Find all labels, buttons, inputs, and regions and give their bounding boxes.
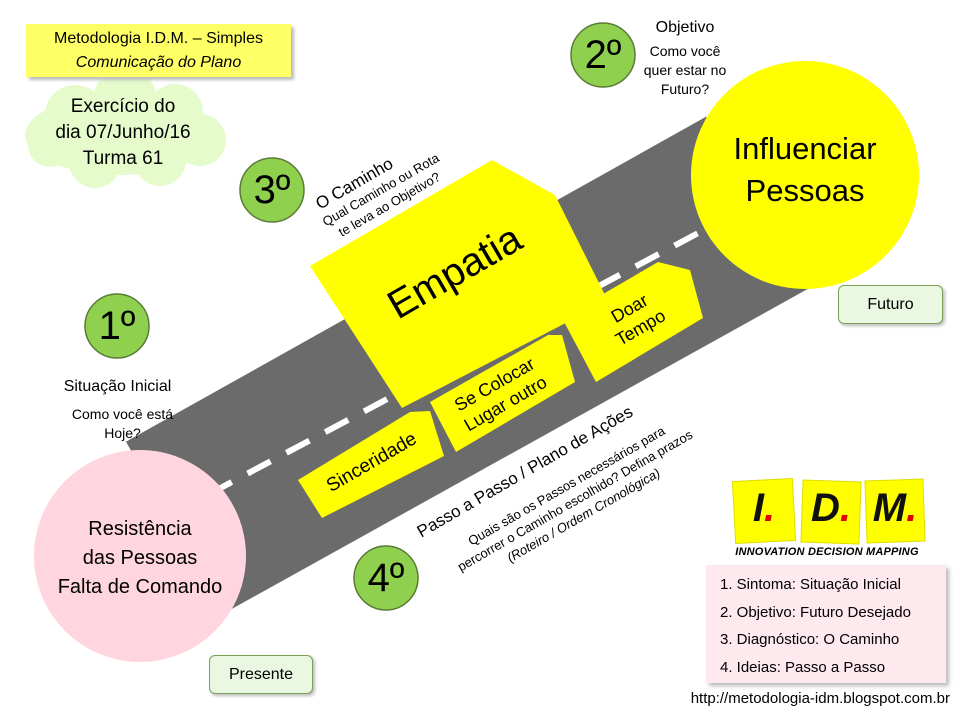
road-center-line xyxy=(168,197,762,518)
start-circle xyxy=(34,450,246,662)
futuro-tag: Futuro xyxy=(838,285,943,324)
step1-question-line1: Como você está xyxy=(71,406,174,422)
step1-circle xyxy=(84,293,150,359)
doar-tempo-sign xyxy=(562,262,703,382)
step4-number: 4º xyxy=(367,556,405,600)
step2-question: Como você quer estar no Futuro? xyxy=(620,42,750,99)
title-line2: Comunicação do Plano xyxy=(75,54,242,71)
presente-tag: Presente xyxy=(209,655,313,694)
sinceridade-sign xyxy=(298,411,444,518)
legend-box: 1. Sintoma: Situação Inicial 2. Objetivo… xyxy=(706,565,946,683)
legend-item: 3. Diagnóstico: O Caminho xyxy=(720,631,900,648)
exercise-line3: Turma 61 xyxy=(82,148,164,169)
step4-circle xyxy=(353,545,419,611)
logo-letter-d: D. xyxy=(810,486,851,530)
step1-number: 1º xyxy=(98,304,136,348)
goal-circle-text: Influenciar Pessoas xyxy=(700,128,910,212)
logo-tagline: INNOVATION DECISION MAPPING xyxy=(735,546,919,558)
step1-question: Como você está Hoje? xyxy=(45,405,200,443)
title-line1: Metodologia I.D.M. – Simples xyxy=(54,30,263,47)
step3-circle xyxy=(239,157,305,223)
step2-label: Objetivo xyxy=(655,19,715,36)
se-colocar-sign xyxy=(430,335,575,452)
logo-dot: . xyxy=(764,486,776,530)
step2-question-line2: quer estar no xyxy=(643,62,727,78)
exercise-cloud-text: Exercício do dia 07/Junho/16 Turma 61 xyxy=(38,94,208,172)
legend-item: 2. Objetivo: Futuro Desejado xyxy=(720,603,911,621)
start-line3: Falta de Comando xyxy=(57,576,223,598)
step3-number: 3º xyxy=(253,168,291,212)
start-line2: das Pessoas xyxy=(82,547,198,569)
step1-question-line2: Hoje? xyxy=(104,425,141,441)
goal-line2: Pessoas xyxy=(745,173,865,208)
goal-line1: Influenciar xyxy=(733,131,877,166)
start-line1: Resistência xyxy=(88,518,192,540)
exercise-line2: dia 07/Junho/16 xyxy=(55,122,191,143)
logo-dot: . xyxy=(906,486,918,530)
step2-question-line3: Futuro? xyxy=(660,81,710,97)
logo-dot: . xyxy=(839,486,851,530)
logo-letter-m: M. xyxy=(872,486,918,530)
cloud-shape xyxy=(25,68,226,188)
step1-label: Situação Inicial xyxy=(63,378,172,395)
step2-circle xyxy=(570,22,636,88)
goal-circle xyxy=(691,61,919,289)
legend-item: 4. Ideias: Passo a Passo xyxy=(720,658,886,676)
title-note: Metodologia I.D.M. – Simples Comunicação… xyxy=(26,24,291,77)
logo-letter-i: I. xyxy=(752,486,776,530)
step2-question-line1: Como você xyxy=(649,43,721,59)
step2-number: 2º xyxy=(584,33,622,77)
legend-item: 1. Sintoma: Situação Inicial xyxy=(720,576,901,593)
start-circle-text: Resistência das Pessoas Falta de Comando xyxy=(34,515,246,602)
footer-url[interactable]: http://metodologia-idm.blogspot.com.br xyxy=(690,690,950,707)
empatia-sign xyxy=(310,160,608,408)
exercise-line1: Exercício do xyxy=(70,96,176,117)
idm-logo-tiles xyxy=(731,477,926,545)
